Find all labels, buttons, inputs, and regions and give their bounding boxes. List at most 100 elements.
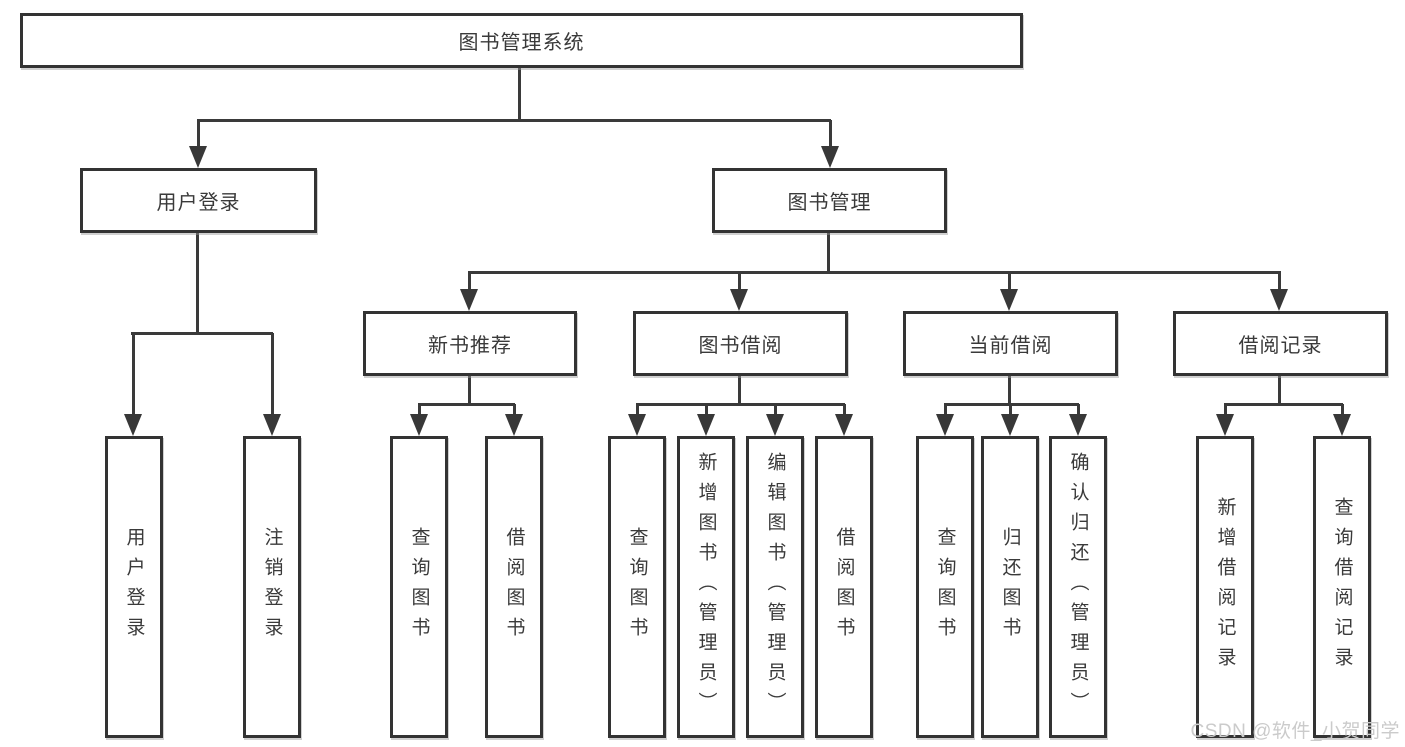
node-new-book-recommendation-label: 新书推荐 [428,335,512,357]
arrow-to-query-books [628,404,646,436]
node-leaf-confirm-return-admin-label: 确认归还（管理员） [1067,452,1089,722]
arrow-down-icon [1069,414,1087,436]
arrow-stem [1008,404,1012,414]
arrow-stem [842,404,846,414]
arrow-down-icon [766,414,784,436]
connector-new-book-horizontal [418,403,515,406]
node-leaf-return-books: 归还图书 [981,436,1039,738]
node-leaf-query-borrow-record-label: 查询借阅记录 [1331,497,1353,677]
connector-book-management-stem [827,233,830,274]
arrow-down-icon [1000,289,1018,311]
arrow-to-borrowing-records [1270,272,1288,311]
arrow-to-user-login [189,120,207,168]
arrow-to-return-books [1001,404,1019,436]
arrow-to-leaf-user-login [124,333,142,436]
node-current-borrowing-label: 当前借阅 [968,335,1053,357]
csdn-watermark: CSDN @软件_小贺同学 [1190,721,1400,742]
arrow-stem [270,333,274,414]
node-new-book-recommendation: 新书推荐 [363,311,577,376]
arrow-down-icon [697,414,715,436]
node-current-borrowing: 当前借阅 [903,311,1118,376]
arrow-stem [196,120,200,146]
arrow-stem [828,120,832,146]
node-user-login-label: 用户登录 [156,192,241,214]
arrow-to-leaf-logout [263,333,281,436]
arrow-to-book-borrowing [730,272,748,311]
connector-current-borrowing-stem [1008,376,1011,406]
node-book-management-label: 图书管理 [787,192,872,214]
node-leaf-user-login: 用户登录 [105,436,163,738]
arrow-down-icon [628,414,646,436]
arrow-stem [737,272,741,289]
arrow-stem [467,272,471,289]
arrow-to-confirm-return [1069,404,1087,436]
node-leaf-borrow-books-2: 借阅图书 [815,436,873,738]
arrow-to-query-books [410,404,428,436]
node-leaf-borrow-books-2-label: 借阅图书 [833,527,855,647]
node-borrowing-records: 借阅记录 [1173,311,1388,376]
node-leaf-edit-books-admin: 编辑图书（管理员） [746,436,804,738]
arrow-stem [773,404,777,414]
arrow-stem [417,404,421,414]
arrow-down-icon [124,414,142,436]
arrow-stem [943,404,947,414]
arrow-down-icon [821,146,839,168]
node-user-login: 用户登录 [80,168,317,233]
arrow-stem [1076,404,1080,414]
arrow-down-icon [189,146,207,168]
arrow-to-query-books [936,404,954,436]
arrow-down-icon [505,414,523,436]
node-leaf-logout: 注销登录 [243,436,301,738]
node-leaf-query-books-3-label: 查询图书 [934,527,956,647]
arrow-down-icon [410,414,428,436]
arrow-stem [512,404,516,414]
arrow-to-borrow-books [505,404,523,436]
node-leaf-query-borrow-record: 查询借阅记录 [1313,436,1371,738]
node-leaf-confirm-return-admin: 确认归还（管理员） [1049,436,1107,738]
node-leaf-return-books-label: 归还图书 [999,527,1021,647]
arrow-to-query-borrow-record [1333,404,1351,436]
arrow-to-new-book-recommendation [460,272,478,311]
node-leaf-add-books-admin-label: 新增图书（管理员） [695,452,717,722]
arrow-down-icon [1270,289,1288,311]
node-leaf-query-books-2: 查询图书 [608,436,666,738]
node-leaf-query-books-1-label: 查询图书 [408,527,430,647]
connector-root-stem [518,68,521,122]
node-leaf-add-borrow-record-label: 新增借阅记录 [1214,497,1236,677]
arrow-to-edit-books [766,404,784,436]
connector-current-borrowing-horizontal [944,403,1079,406]
node-book-borrowing: 图书借阅 [633,311,848,376]
arrow-down-icon [730,289,748,311]
arrow-down-icon [460,289,478,311]
arrow-to-add-borrow-record [1216,404,1234,436]
node-book-borrowing-label: 图书借阅 [698,335,783,357]
node-leaf-logout-label: 注销登录 [261,527,283,647]
arrow-stem [704,404,708,414]
node-book-management: 图书管理 [712,168,947,233]
connector-book-borrowing-stem [738,376,741,406]
arrow-down-icon [1216,414,1234,436]
arrow-to-borrow-books [835,404,853,436]
connector-borrowing-records-horizontal [1224,403,1343,406]
node-library-management-system: 图书管理系统 [20,13,1023,68]
arrow-stem [1340,404,1344,414]
node-leaf-borrow-books-1-label: 借阅图书 [503,527,525,647]
arrow-down-icon [1333,414,1351,436]
node-leaf-edit-books-admin-label: 编辑图书（管理员） [764,452,786,722]
node-leaf-borrow-books-1: 借阅图书 [485,436,543,738]
node-leaf-query-books-2-label: 查询图书 [626,527,648,647]
arrow-stem [131,333,135,414]
arrow-down-icon [835,414,853,436]
arrow-to-add-books [697,404,715,436]
connector-root-horizontal [197,119,831,122]
connector-book-management-horizontal [468,271,1281,274]
arrow-to-current-borrowing [1000,272,1018,311]
arrow-down-icon [936,414,954,436]
connector-borrowing-records-stem [1278,376,1281,406]
node-library-management-system-label: 图书管理系统 [458,32,585,54]
arrow-down-icon [1001,414,1019,436]
arrow-stem [1007,272,1011,289]
node-leaf-add-books-admin: 新增图书（管理员） [677,436,735,738]
arrow-stem [1277,272,1281,289]
